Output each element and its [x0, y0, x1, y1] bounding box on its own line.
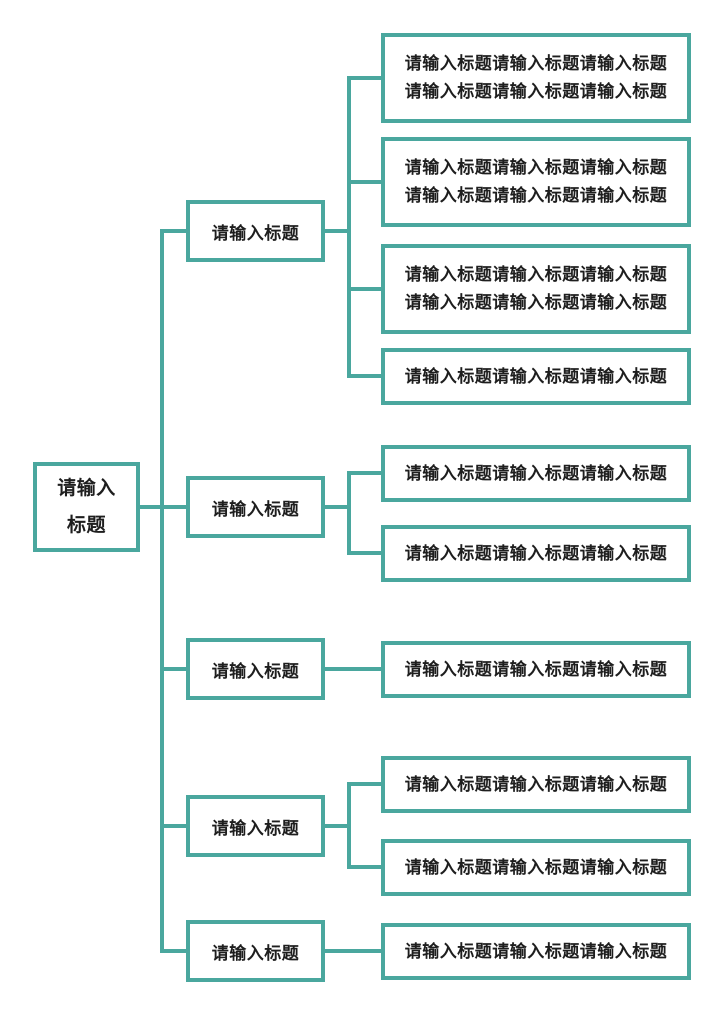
- leaf-node-1-2-line2: 请输入标题请输入标题请输入标题: [404, 186, 668, 205]
- connector-trunk-to-branch1: [162, 229, 188, 233]
- leaf-node-1-3-line1: 请输入标题请输入标题请输入标题: [404, 265, 668, 284]
- leaf-node-2-2-line1: 请输入标题请输入标题请输入标题: [404, 543, 668, 563]
- branch-node-3-label: 请输入标题: [211, 661, 300, 681]
- leaf-node-1-4[interactable]: 请输入标题请输入标题请输入标题: [381, 348, 691, 405]
- leaf-node-3-1-line1: 请输入标题请输入标题请输入标题: [404, 659, 668, 679]
- connector-branch1-child1: [347, 76, 383, 80]
- leaf-node-4-2[interactable]: 请输入标题请输入标题请输入标题: [381, 839, 691, 896]
- connector-branch1-child4: [347, 374, 383, 378]
- connector-branch4-child1: [347, 782, 383, 786]
- connector-branch1-out: [323, 229, 349, 233]
- connector-branch4-child2: [347, 865, 383, 869]
- leaf-node-5-1-line1: 请输入标题请输入标题请输入标题: [404, 941, 668, 961]
- leaf-node-2-1[interactable]: 请输入标题请输入标题请输入标题: [381, 445, 691, 502]
- leaf-node-4-1[interactable]: 请输入标题请输入标题请输入标题: [381, 756, 691, 813]
- leaf-node-1-3-line2: 请输入标题请输入标题请输入标题: [404, 293, 668, 312]
- connector-branch4-trunk: [347, 782, 351, 869]
- branch-node-5[interactable]: 请输入标题: [186, 920, 325, 982]
- connector-branch2-child2: [347, 551, 383, 555]
- leaf-node-5-1[interactable]: 请输入标题请输入标题请输入标题: [381, 923, 691, 980]
- branch-node-1[interactable]: 请输入标题: [186, 200, 325, 262]
- connector-trunk-to-branch5: [162, 949, 188, 953]
- leaf-node-1-3[interactable]: 请输入标题请输入标题请输入标题 请输入标题请输入标题请输入标题: [381, 244, 691, 334]
- connector-branch1-trunk: [347, 76, 351, 378]
- connector-branch2-child1: [347, 471, 383, 475]
- connector-branch1-child2: [347, 180, 383, 184]
- leaf-node-1-1-line2: 请输入标题请输入标题请输入标题: [404, 82, 668, 101]
- connector-branch2-trunk: [347, 471, 351, 555]
- root-node-label-line2: 标题: [66, 515, 106, 536]
- root-node-label-line1: 请输入: [57, 478, 116, 499]
- connector-trunk-to-branch4: [162, 824, 188, 828]
- leaf-node-1-2[interactable]: 请输入标题请输入标题请输入标题 请输入标题请输入标题请输入标题: [381, 137, 691, 227]
- leaf-node-4-2-line1: 请输入标题请输入标题请输入标题: [404, 857, 668, 877]
- branch-node-5-label: 请输入标题: [211, 943, 300, 963]
- connector-main-trunk: [160, 229, 164, 953]
- branch-node-1-label: 请输入标题: [211, 223, 300, 243]
- leaf-node-1-1[interactable]: 请输入标题请输入标题请输入标题 请输入标题请输入标题请输入标题: [381, 33, 691, 123]
- branch-node-2[interactable]: 请输入标题: [186, 476, 325, 538]
- branch-node-4-label: 请输入标题: [211, 818, 300, 838]
- leaf-node-4-1-line1: 请输入标题请输入标题请输入标题: [404, 774, 668, 794]
- connector-branch1-child3: [347, 287, 383, 291]
- branch-node-2-label: 请输入标题: [211, 499, 300, 519]
- connector-branch4-out: [323, 824, 349, 828]
- connector-branch2-out: [323, 505, 349, 509]
- branch-node-3[interactable]: 请输入标题: [186, 638, 325, 700]
- leaf-node-1-2-line1: 请输入标题请输入标题请输入标题: [404, 158, 668, 177]
- connector-branch5-child1: [323, 949, 383, 953]
- leaf-node-2-2[interactable]: 请输入标题请输入标题请输入标题: [381, 525, 691, 582]
- leaf-node-1-1-line1: 请输入标题请输入标题请输入标题: [404, 54, 668, 73]
- connector-branch3-child1: [323, 667, 383, 671]
- branch-node-4[interactable]: 请输入标题: [186, 795, 325, 857]
- connector-trunk-to-branch3: [162, 667, 188, 671]
- leaf-node-3-1[interactable]: 请输入标题请输入标题请输入标题: [381, 641, 691, 698]
- root-node[interactable]: 请输入 标题: [33, 462, 140, 552]
- leaf-node-2-1-line1: 请输入标题请输入标题请输入标题: [404, 463, 668, 483]
- leaf-node-1-4-line1: 请输入标题请输入标题请输入标题: [404, 366, 668, 386]
